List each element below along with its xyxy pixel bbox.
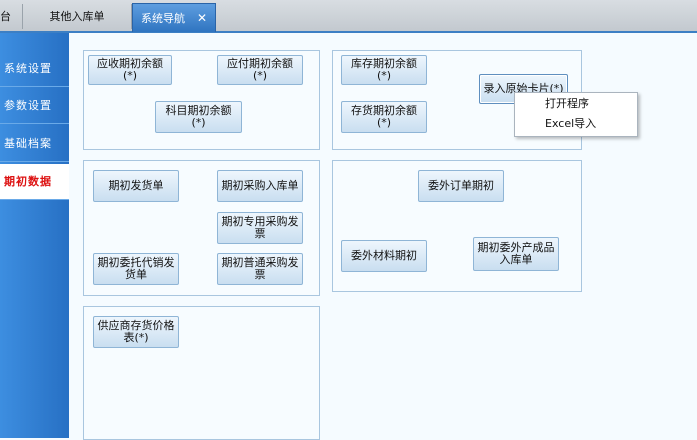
sidebar-item-label: 参数设置	[4, 99, 52, 112]
sidebar: 系统设置 参数设置 基础档案 期初数据	[0, 33, 69, 438]
outsourcing-order-initial-button[interactable]: 委外订单期初	[418, 170, 504, 202]
stock-initial-balance-button[interactable]: 存货期初余额(*)	[341, 101, 427, 133]
account-initial-balance-button[interactable]: 科目期初余额(*)	[155, 101, 242, 133]
sidebar-item-label: 基础档案	[4, 137, 52, 150]
tab-system-nav[interactable]: 系统导航 ✕	[132, 3, 216, 32]
tab-other-inbound[interactable]: 其他入库单	[23, 4, 132, 29]
inventory-initial-balance-button[interactable]: 库存期初余额(*)	[341, 55, 427, 85]
sidebar-item-initial-data[interactable]: 期初数据	[0, 164, 69, 200]
outsourcing-product-receipt-button[interactable]: 期初委外产成品入库单	[473, 237, 559, 271]
sidebar-item-basic-archives[interactable]: 基础档案	[0, 126, 69, 162]
tab-workbench[interactable]: 台	[0, 4, 23, 29]
initial-delivery-note-button[interactable]: 期初发货单	[93, 170, 179, 202]
tab-label: 台	[0, 10, 11, 23]
initial-purchase-receipt-button[interactable]: 期初采购入库单	[217, 170, 303, 202]
context-menu: 打开程序 Excel导入	[514, 92, 638, 137]
sidebar-item-parameter-settings[interactable]: 参数设置	[0, 88, 69, 124]
outsourcing-material-initial-button[interactable]: 委外材料期初	[341, 240, 427, 272]
menu-item-excel-import[interactable]: Excel导入	[545, 117, 597, 130]
tab-strip: 台 其他入库单 系统导航 ✕	[0, 0, 697, 33]
supplier-price-list-button[interactable]: 供应商存货价格表(*)	[93, 316, 179, 348]
tab-label: 系统导航	[140, 12, 185, 25]
receivable-initial-balance-button[interactable]: 应收期初余额(*)	[88, 55, 172, 85]
tab-label: 其他入库单	[49, 10, 105, 23]
payable-initial-balance-button[interactable]: 应付期初余额(*)	[217, 55, 303, 85]
sidebar-item-system-settings[interactable]: 系统设置	[0, 51, 69, 87]
initial-ordinary-purchase-invoice-button[interactable]: 期初普通采购发票	[217, 253, 303, 285]
menu-item-open-program[interactable]: 打开程序	[545, 97, 589, 110]
sidebar-item-label: 期初数据	[4, 175, 52, 188]
initial-special-purchase-invoice-button[interactable]: 期初专用采购发票	[217, 212, 303, 244]
initial-consignment-delivery-button[interactable]: 期初委托代销发货单	[93, 253, 179, 285]
sidebar-item-label: 系统设置	[4, 62, 52, 75]
close-icon[interactable]: ✕	[196, 11, 208, 25]
